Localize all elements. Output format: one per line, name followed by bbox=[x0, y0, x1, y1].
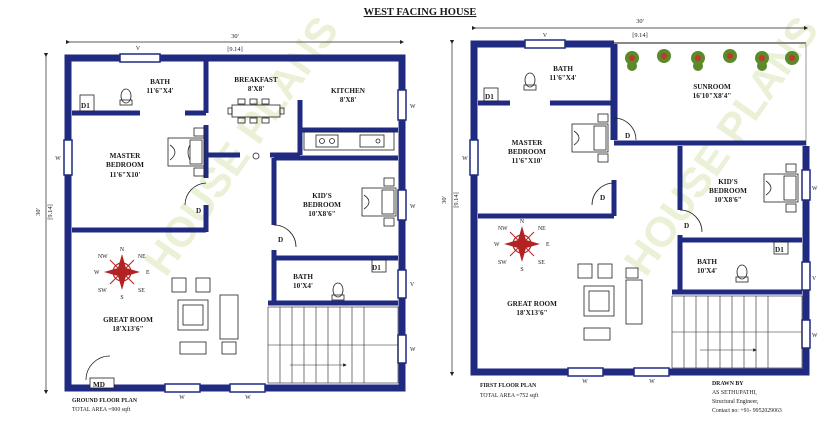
ground-floor-plan: 30' [9.14] 30' [9.14] bbox=[35, 33, 416, 413]
ff-door-d1: D1 bbox=[485, 93, 494, 101]
gf-compass-icon: N S E W NE NW SE SW bbox=[94, 247, 150, 301]
gf-breakfast-size: 8'X8' bbox=[248, 85, 264, 93]
ff-dim-side-m: [9.14] bbox=[453, 192, 460, 207]
ff-bath2-size: 10'X4' bbox=[697, 267, 717, 275]
first-floor-plan: 30' [9.14] 30' [9.14] bbox=[441, 18, 818, 414]
ff-bath-size: 11'6"X4' bbox=[549, 74, 576, 82]
ff-door-d1b: D1 bbox=[775, 246, 784, 254]
credits-contact: Contact no: +91- 9952029063 bbox=[712, 408, 782, 414]
gf-master-name: MASTER bbox=[110, 152, 142, 160]
gf-window-west: W bbox=[55, 156, 61, 162]
ff-master-name2: BEDROOM bbox=[508, 148, 546, 156]
ff-caption: FIRST FLOOR PLAN bbox=[480, 383, 537, 389]
ff-great-name: GREAT ROOM bbox=[507, 300, 557, 308]
ff-window-s2: W bbox=[649, 379, 655, 385]
ff-window-west: W bbox=[462, 156, 468, 162]
credits-name: AS SETHUPATHI, bbox=[712, 390, 757, 396]
gf-window-s2: W bbox=[245, 395, 251, 401]
gf-breakfast-name: BREAKFAST bbox=[234, 76, 278, 84]
ff-compass-nw: NW bbox=[498, 226, 508, 232]
gf-kitchen-name: KITCHEN bbox=[331, 87, 366, 95]
gf-kids-name: KID'S bbox=[312, 192, 332, 200]
ff-dim-side: 30' bbox=[441, 196, 448, 204]
ff-sunroom-size: 16'10"X8'4" bbox=[693, 92, 732, 100]
gf-window-e2: W bbox=[410, 204, 416, 210]
gf-window-s1: W bbox=[179, 395, 185, 401]
gf-door-d1b: D1 bbox=[372, 264, 381, 272]
ff-compass-s: S bbox=[520, 267, 523, 273]
gf-main-door: MD bbox=[93, 381, 105, 389]
ff-dim-top-m: [9.14] bbox=[632, 32, 647, 39]
ff-great-size: 18'X13'6" bbox=[516, 309, 547, 317]
gf-compass-e: E bbox=[146, 270, 150, 276]
ff-kids-size: 10'X8'6" bbox=[714, 196, 742, 204]
ff-compass-e: E bbox=[546, 242, 550, 248]
gf-dim-top-m: [9.14] bbox=[227, 46, 242, 53]
ff-window-s1: W bbox=[582, 379, 588, 385]
gf-compass-se: SE bbox=[138, 288, 145, 294]
gf-caption: GROUND FLOOR PLAN bbox=[72, 398, 138, 404]
ff-bath2-name: BATH bbox=[697, 258, 717, 266]
ff-window-top: V bbox=[543, 33, 548, 39]
credits-title: DRAWN BY bbox=[712, 381, 744, 387]
gf-great-name: GREAT ROOM bbox=[103, 316, 153, 324]
gf-compass-nw: NW bbox=[98, 254, 108, 260]
gf-compass-n: N bbox=[120, 247, 125, 253]
ff-master-size: 11'6"X10' bbox=[512, 157, 543, 165]
gf-window-top: V bbox=[136, 46, 141, 52]
gf-bath2-size: 10'X4' bbox=[293, 282, 313, 290]
gf-window-e4: W bbox=[410, 347, 416, 353]
ff-compass-se: SE bbox=[538, 260, 545, 266]
gf-door-kids: D bbox=[278, 236, 283, 244]
ff-compass-sw: SW bbox=[498, 260, 507, 266]
credits-role: Structural Engineer, bbox=[712, 399, 759, 405]
gf-bath2-name: BATH bbox=[293, 273, 313, 281]
ff-window-e3: W bbox=[812, 333, 818, 339]
ff-bath-name: BATH bbox=[553, 65, 573, 73]
gf-dim-side-m: [9.14] bbox=[47, 204, 54, 219]
gf-bath-size: 11'6"X4' bbox=[146, 87, 173, 95]
ff-area: TOTAL AREA =752 sqft bbox=[480, 392, 539, 399]
gf-master-name2: BEDROOM bbox=[106, 161, 144, 169]
ff-compass-icon: N S E W NE NW SE SW bbox=[494, 219, 550, 273]
gf-window-e3: V bbox=[410, 282, 415, 288]
gf-window-e1: W bbox=[410, 104, 416, 110]
gf-dim-top: 30' bbox=[231, 33, 239, 40]
gf-dim-side: 30' bbox=[35, 208, 42, 216]
gf-bath-name: BATH bbox=[150, 78, 170, 86]
gf-area: TOTAL AREA =900 sqft bbox=[72, 406, 131, 413]
gf-door-master: D bbox=[196, 207, 201, 215]
gf-master-size: 11'6"X10' bbox=[110, 171, 141, 179]
gf-kitchen-size: 8'X8' bbox=[340, 96, 356, 104]
gf-compass-s: S bbox=[120, 295, 123, 301]
page-title: WEST FACING HOUSE bbox=[364, 7, 477, 18]
ff-door-sun: D bbox=[625, 132, 630, 140]
gf-compass-sw: SW bbox=[98, 288, 107, 294]
gf-kids-name2: BEDROOM bbox=[303, 201, 341, 209]
gf-great-size: 18'X13'6" bbox=[112, 325, 143, 333]
ff-door-kids: D bbox=[684, 222, 689, 230]
ff-compass-w: W bbox=[494, 242, 500, 248]
ff-window-e2: V bbox=[812, 276, 817, 282]
gf-door-d1: D1 bbox=[81, 102, 90, 110]
ff-compass-n: N bbox=[520, 219, 525, 225]
gf-kids-size: 10'X8'6" bbox=[308, 210, 336, 218]
gf-compass-w: W bbox=[94, 270, 100, 276]
ff-window-e1: W bbox=[812, 186, 818, 192]
ff-door-master: D bbox=[600, 194, 605, 202]
ff-compass-ne: NE bbox=[538, 226, 546, 232]
ff-dim-top: 30' bbox=[636, 18, 644, 25]
sunroom-plants-icon bbox=[625, 49, 799, 71]
gf-compass-ne: NE bbox=[138, 254, 146, 260]
ff-sunroom-name: SUNROOM bbox=[693, 83, 731, 91]
ff-kids-name2: BEDROOM bbox=[709, 187, 747, 195]
ff-master-name: MASTER bbox=[512, 139, 544, 147]
ff-kids-name: KID'S bbox=[718, 178, 738, 186]
